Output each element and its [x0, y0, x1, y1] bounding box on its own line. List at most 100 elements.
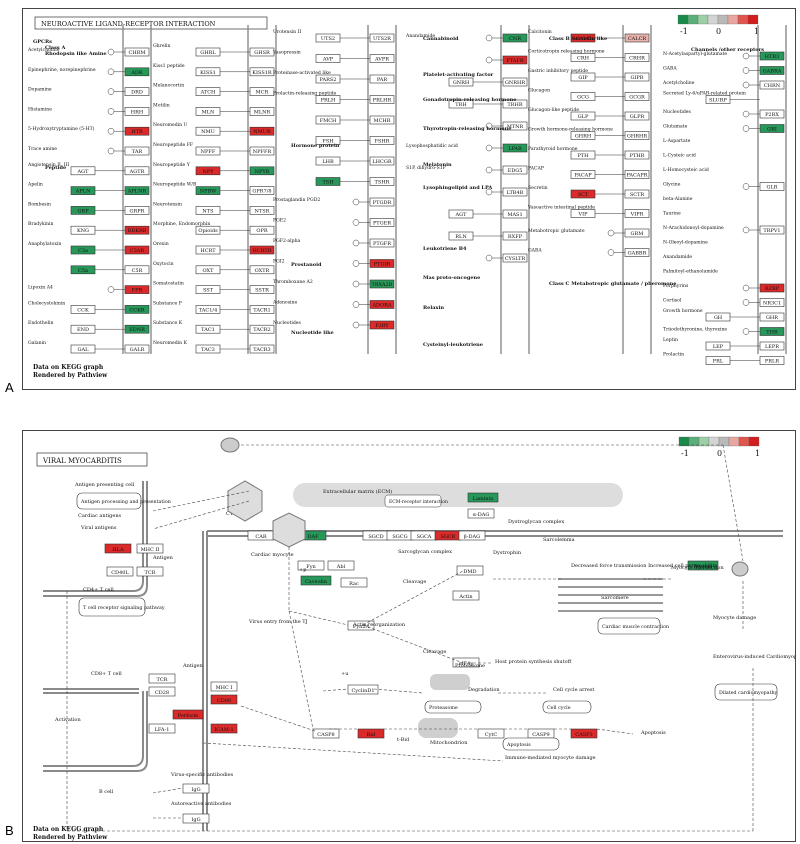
gene-label: CRH: [577, 56, 590, 62]
ligand-name: Thromboxane A2: [273, 279, 313, 285]
gene-rac: [340, 577, 368, 588]
label-antigen2: Antigen: [182, 663, 204, 669]
ligand-name: Neurotensin: [153, 201, 182, 207]
label-mito: Mitochondrion: [430, 740, 468, 746]
label-apoptosis: Apoptosis: [640, 730, 666, 736]
ligand-name: Gastric inhibitory peptide: [528, 68, 588, 74]
signal-arrow: [362, 624, 464, 664]
ligand-name: Dopamine: [28, 87, 52, 93]
gene-label: ADR: [130, 70, 143, 76]
gene-label: MLN: [202, 109, 215, 115]
gene-label: CCK: [77, 307, 89, 313]
gene-label: DRD: [131, 90, 143, 96]
ligand-name: Substance K: [153, 320, 183, 326]
ligand-circle: [485, 166, 493, 174]
gene-label: LTB4R: [507, 190, 524, 196]
box-label-apoptosisbox: Apoptosis: [506, 742, 531, 748]
gene-label: LEPR: [765, 344, 779, 350]
ligand-circle: [742, 299, 750, 306]
gene-label: THR: [766, 330, 778, 336]
section-heading: Nucleotide like: [291, 330, 334, 336]
gene-label: NR3C1: [763, 301, 781, 307]
cvb-virus: [227, 480, 263, 522]
membrane-line: [43, 481, 144, 592]
ligand-name: Melanocortin: [153, 83, 184, 89]
ligand-name: Porphyrins: [663, 283, 689, 289]
label-p: +p: [299, 567, 306, 573]
gene-bdag: [458, 530, 486, 541]
section-heading: Rhodopsin like Amine: [45, 51, 107, 57]
gene-label: PACAP: [574, 173, 592, 179]
gene-label: CCKR: [129, 307, 144, 313]
ligand-name: PGE2: [273, 218, 286, 224]
gene-label: PTGIR: [374, 262, 391, 268]
gene-label: Fyn: [306, 564, 316, 570]
legend-swatch: [697, 14, 709, 25]
gene-label: Opioids: [198, 228, 218, 234]
gene-label: TCR: [157, 677, 168, 683]
label-myocytedys: Myocyte dysfunction: [671, 565, 724, 571]
signal-arrow: [322, 688, 349, 692]
gene-label: Laminin: [473, 496, 494, 502]
gene-label: NTSR: [255, 208, 270, 214]
box-label-dcm: Dilated cardiomyopathy: [719, 690, 778, 696]
gene-label: LPAR: [508, 146, 522, 152]
gene-label: C3AR: [130, 248, 145, 254]
legend-high: 1: [754, 27, 759, 36]
signal-arrow: [362, 570, 464, 626]
ligand-name: Urotensin II: [273, 29, 301, 35]
gene-label: LHB: [322, 159, 334, 165]
gene-label: AGTR: [129, 169, 145, 175]
gene-label: ADORA: [371, 303, 391, 309]
gene-label: P2RX: [765, 112, 779, 118]
label-cellcyclearrest: Cell cycle arrest: [553, 687, 594, 693]
ligand-name: Secreted Ly-6/uPAR-related protein: [663, 91, 746, 97]
gene-label: CD40L: [111, 570, 129, 576]
signal-arrow: [288, 610, 349, 626]
gene-label: C3a: [78, 248, 88, 254]
ligand-name: PGF2-alpha: [273, 238, 301, 244]
gene-label: CyclinD1: [351, 688, 374, 694]
cvb-virus: [272, 512, 306, 548]
gene-label: CYSLTR: [505, 256, 526, 262]
ligand-circle: [607, 249, 615, 256]
membrane-line: [43, 481, 148, 597]
ligand-circle: [352, 321, 360, 329]
section-heading: Relaxin: [423, 305, 444, 311]
section-heading: Platelet-activating factor: [423, 72, 494, 78]
panel-a: NEUROACTIVE LIGAND-RECEPTOR INTERACTION-…: [22, 8, 796, 390]
box-label-cmcbox: Cardiac muscle contraction: [602, 624, 669, 630]
gene-label: TBXA2R: [372, 282, 393, 288]
gene-igg2: [182, 813, 210, 824]
legend-swatch: [727, 14, 739, 25]
gene-label: MLNR: [254, 109, 271, 115]
membrane-line: [43, 691, 144, 767]
ligand-name: Angiotensin II, III: [27, 162, 69, 168]
gene-label: GHRHR: [627, 134, 647, 140]
label-proteasome: Proteasome: [455, 663, 485, 669]
section-heading: Thyrotropin-releasing hormone: [423, 126, 511, 132]
box-apoptosisbox: [502, 737, 560, 751]
box-apcbox: [76, 492, 142, 510]
gene-igg1: [182, 783, 210, 794]
ligand-name: Growth hormone-releasing hormone: [528, 127, 613, 133]
ligand-name: Lipoxin A4: [28, 285, 53, 291]
gene-cd40l: [106, 566, 134, 577]
gene-label: EDG5: [508, 168, 523, 174]
ligand-name: Anaphylatoxin: [27, 241, 61, 247]
gene-cyclind1: [347, 684, 379, 695]
gene-label: PARS2: [320, 77, 337, 83]
legend-swatch: [708, 436, 720, 447]
label-hostshut: Host protein synthesis shutoff: [495, 659, 572, 665]
ligand-name: Prolactin-releasing peptide: [273, 91, 337, 97]
gene-label: GPR7/8: [252, 189, 271, 195]
gene-label: GABBR: [628, 251, 647, 257]
gene-label: Abl: [336, 564, 346, 570]
gene-label: TRHR: [507, 102, 522, 108]
ligand-name: Proteinase-activated like: [273, 70, 331, 76]
gene-label: FPR: [132, 288, 143, 294]
gene-label: OXTR: [255, 268, 270, 274]
ligand-circle: [485, 34, 493, 42]
gene-eif4g: [452, 657, 480, 668]
ligand-circle: [742, 67, 750, 74]
